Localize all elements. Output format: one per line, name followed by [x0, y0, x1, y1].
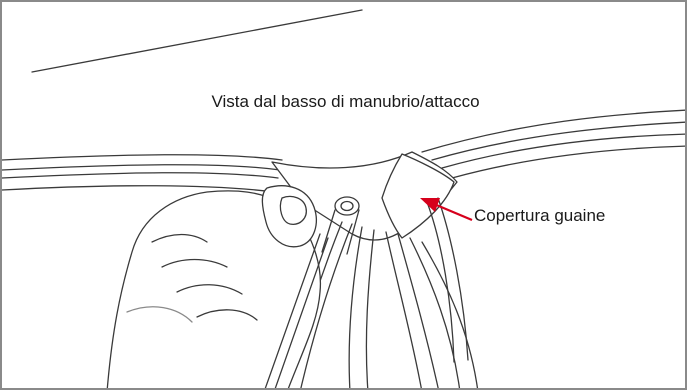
- background-line: [32, 10, 362, 72]
- view-caption: Vista dal basso di manubrio/attacco: [2, 92, 687, 112]
- callout-label: Copertura guaine: [474, 206, 605, 226]
- hand: [107, 186, 320, 390]
